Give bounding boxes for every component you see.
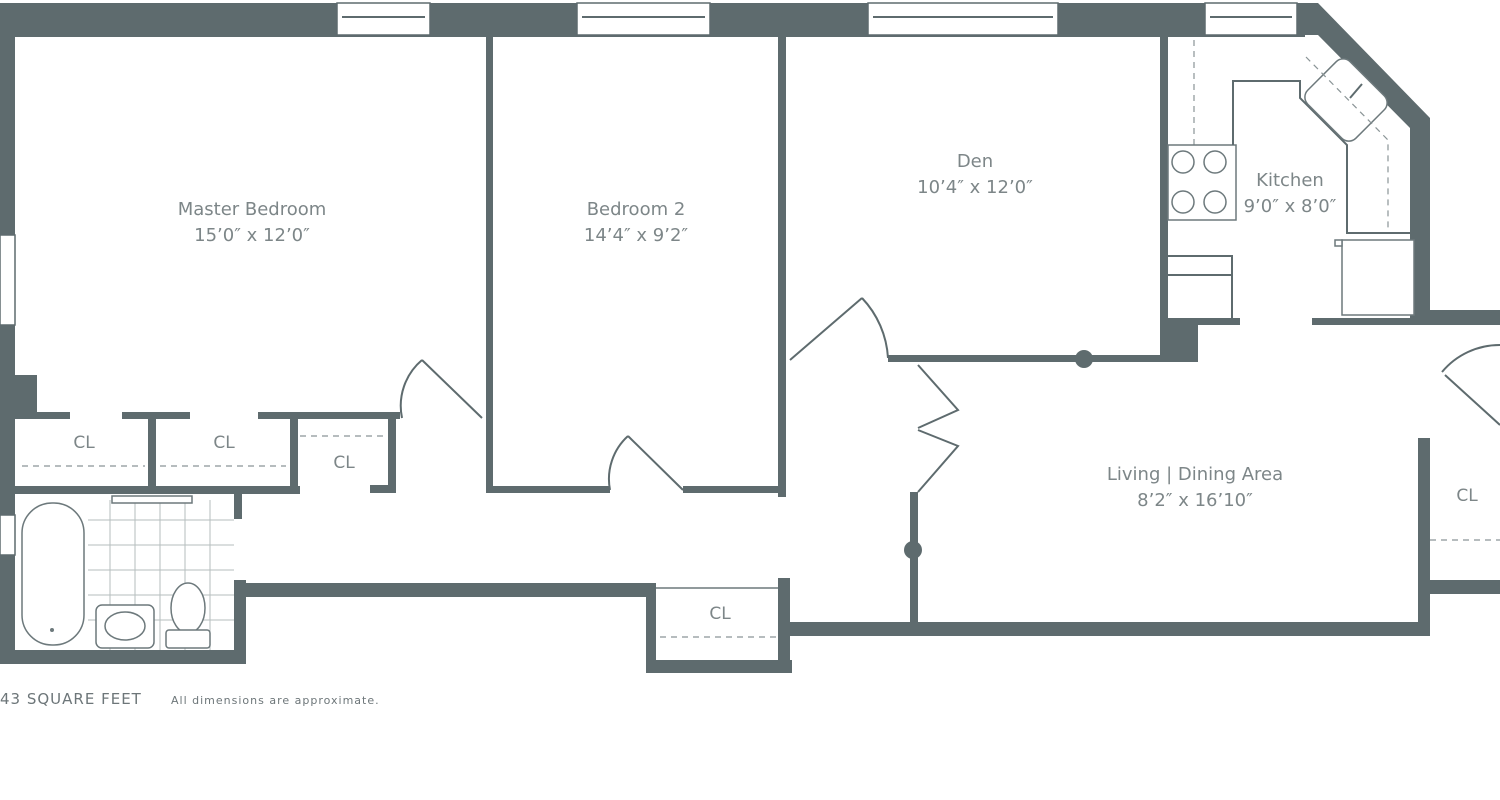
room-dimensions: 14’4″ x 9’2″ [583, 225, 689, 246]
closet-label: CL [709, 604, 731, 624]
room-den: Den 10’4″ x 12’0″ [917, 149, 1033, 201]
room-dimensions: 8’2″ x 16’10″ [1137, 490, 1253, 511]
room-name: Den [956, 151, 994, 172]
bathroom-fixtures [21, 495, 234, 650]
windows [0, 2, 1298, 556]
room-name: Master Bedroom [177, 199, 327, 220]
room-living-dining: Living | Dining Area 8’2″ x 16’10″ [1107, 462, 1283, 514]
room-kitchen: Kitchen 9’0″ x 8’0″ [1244, 168, 1337, 220]
walls [0, 3, 1500, 673]
doors [399, 297, 1500, 493]
room-name: Living | Dining Area [1106, 464, 1284, 485]
room-master-bedroom: Master Bedroom 15’0″ x 12’0″ [178, 197, 327, 249]
closet-lines [22, 435, 1500, 638]
dimensions-note: All dimensions are approximate. [171, 694, 380, 707]
room-dimensions: 15’0″ x 12’0″ [194, 225, 310, 246]
closet-label: CL [213, 433, 235, 453]
kitchen-fixtures [1167, 40, 1415, 318]
room-name: Bedroom 2 [586, 199, 686, 220]
closet-label: CL [73, 433, 95, 453]
room-name: Kitchen [1256, 170, 1324, 191]
room-bedroom-2: Bedroom 2 14’4″ x 9’2″ [584, 197, 688, 249]
closet-label: CL [1456, 486, 1478, 506]
square-footage: 43 SQUARE FEET [0, 690, 142, 708]
closet-label: CL [333, 453, 355, 473]
room-dimensions: 10’4″ x 12’0″ [917, 177, 1033, 198]
room-dimensions: 9’0″ x 8’0″ [1243, 196, 1337, 217]
